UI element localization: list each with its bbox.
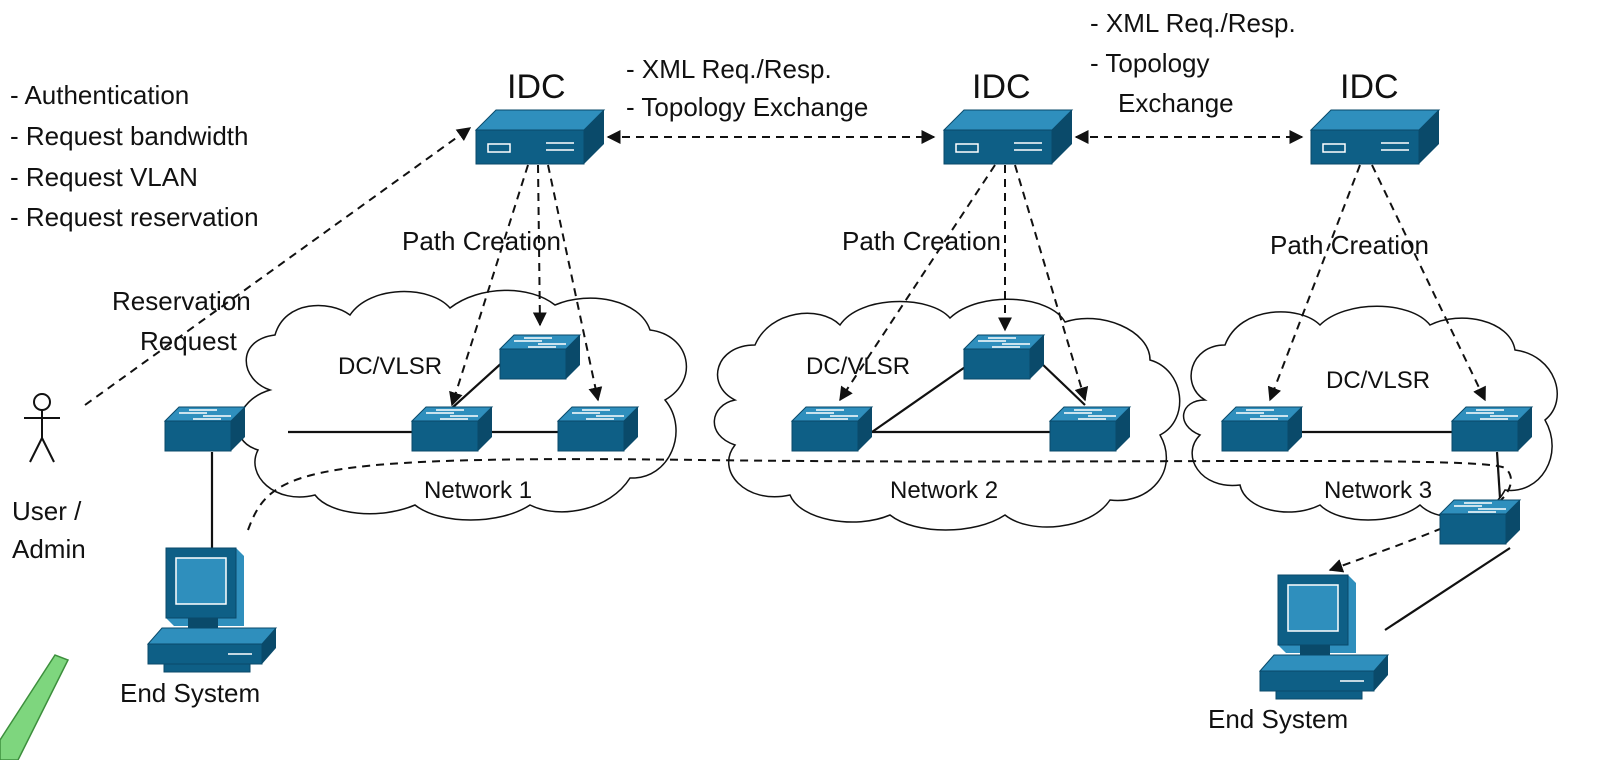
end-system-computer-1 (147, 547, 277, 673)
path-creation-label-2: Path Creation (842, 226, 1001, 256)
user-request-line-4: - Request reservation (10, 202, 259, 232)
idc-server-2 (943, 109, 1073, 165)
network-2-switch-top (963, 334, 1045, 380)
network-2-label: Network 2 (890, 477, 998, 504)
end-system-label-2: End System (1208, 704, 1348, 734)
network-3-switch-right (1451, 406, 1533, 452)
network-2-cloud (713, 298, 1181, 531)
network-2-switch-right (1049, 406, 1131, 452)
dc-vlsr-label-1: DC/VLSR (338, 353, 442, 380)
network-1-switch-left (411, 406, 493, 452)
network-3-label: Network 3 (1324, 477, 1432, 504)
network-2-switch-left (791, 406, 873, 452)
end-system-computer-2 (1259, 574, 1389, 700)
idc-exchange-2-line-2: - Topology (1090, 48, 1210, 78)
idc-server-1 (475, 109, 605, 165)
network-3-cloud (1182, 305, 1558, 521)
idc-exchange-1-line-1: - XML Req./Resp. (626, 54, 832, 84)
network-1-switch-top (499, 334, 581, 380)
user-request-line-3: - Request VLAN (10, 162, 198, 192)
reservation-request-line-1: Reservation (112, 286, 251, 316)
network-1-label: Network 1 (424, 477, 532, 504)
user-admin-line-2: Admin (12, 534, 86, 564)
network-1-switch-right (557, 406, 639, 452)
user-icon (24, 393, 60, 463)
edge-switch-3 (1439, 499, 1521, 545)
dc-vlsr-label-3: DC/VLSR (1326, 367, 1430, 394)
dc-vlsr-label-2: DC/VLSR (806, 353, 910, 380)
end-system-label-1: End System (120, 678, 260, 708)
idc-label-3: IDC (1340, 68, 1399, 106)
reservation-request-line-2: Request (140, 326, 238, 356)
idc-label-2: IDC (972, 68, 1031, 106)
pencil-icon (0, 654, 70, 760)
idc-server-3 (1310, 109, 1440, 165)
user-admin-line-1: User / (12, 496, 82, 526)
idc-exchange-2-line-1: - XML Req./Resp. (1090, 8, 1296, 38)
user-request-line-2: - Request bandwidth (10, 121, 248, 151)
network-3-switch-left (1221, 406, 1303, 452)
idc-exchange-1-line-2: - Topology Exchange (626, 92, 868, 122)
idc-label-1: IDC (507, 68, 566, 106)
path-creation-label-3: Path Creation (1270, 230, 1429, 260)
idc-exchange-2-line-3: Exchange (1118, 88, 1234, 118)
edge-switch-1 (164, 406, 246, 452)
path-creation-label-1: Path Creation (402, 226, 561, 256)
user-request-line-1: - Authentication (10, 80, 189, 110)
